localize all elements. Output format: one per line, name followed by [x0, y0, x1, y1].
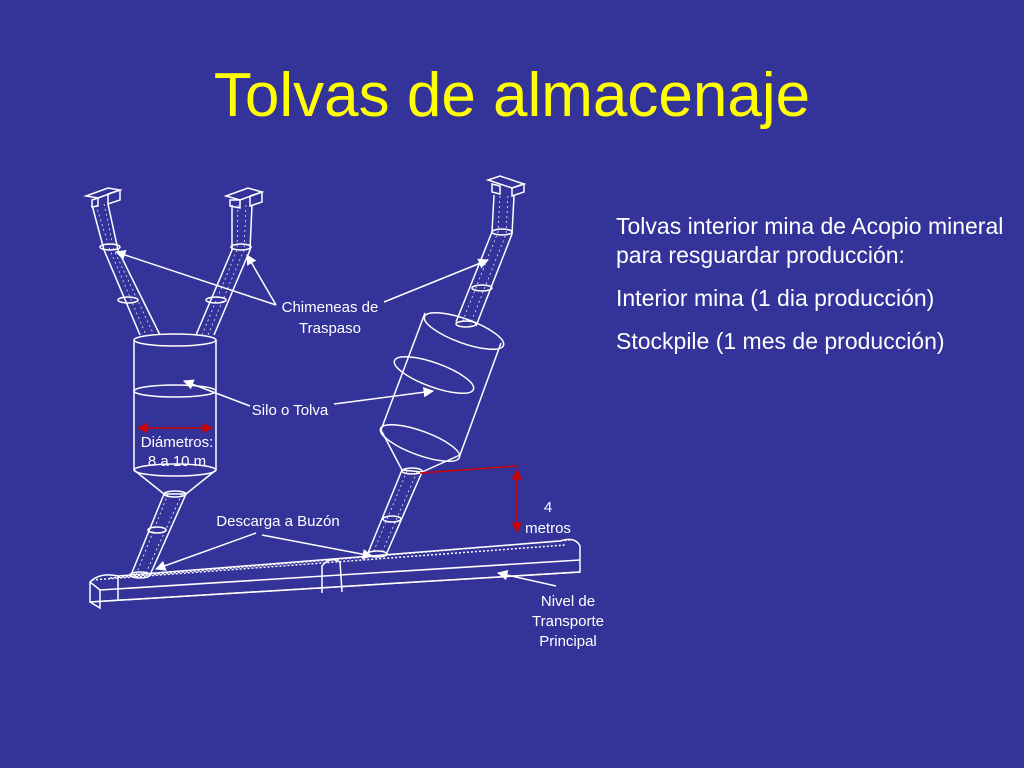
nivel-label: Principal [539, 633, 597, 650]
nivel-label: Nivel de [541, 593, 595, 610]
slide-title: Tolvas de almacenaje [213, 61, 811, 130]
chimeneas-label: Traspaso [299, 320, 361, 337]
chimeneas-label: Chimeneas de [282, 299, 379, 316]
right-chimney [455, 175, 527, 328]
left-chimney-b [195, 187, 265, 336]
nivel-pointer [496, 569, 557, 587]
chimeneas-pointer-c [383, 258, 489, 303]
bullet-list: Tolvas interior mina de Acopio mineral p… [616, 212, 1016, 370]
bullet-item: Interior mina (1 dia producción) [616, 285, 935, 311]
descarga-label: Descarga a Buzón [216, 513, 339, 530]
bullet-item: Stockpile (1 mes de producción) [616, 328, 945, 354]
diametros-label: Diámetros: [141, 434, 214, 451]
altura-label: 4 [544, 499, 552, 516]
right-silo [366, 311, 505, 558]
silo-pointer-b [333, 387, 435, 405]
altura-label: metros [525, 520, 571, 537]
height-dimension-top [419, 465, 518, 474]
descarga-pointer-b [261, 534, 374, 560]
nivel-label: Transporte [532, 613, 604, 630]
chimeneas-pointer-b [246, 254, 277, 306]
bullet-item: Tolvas interior mina de Acopio mineral p… [616, 213, 1004, 268]
descarga-pointer-a [155, 532, 257, 571]
left-silo [129, 333, 217, 579]
silo-label: Silo o Tolva [252, 402, 329, 419]
chimeneas-pointer-a [115, 249, 277, 306]
silo-pointer-a [183, 379, 251, 407]
left-chimney-a [83, 187, 161, 336]
diametros-label: 8 a 10 m [148, 453, 206, 470]
transport-gallery [89, 538, 581, 610]
